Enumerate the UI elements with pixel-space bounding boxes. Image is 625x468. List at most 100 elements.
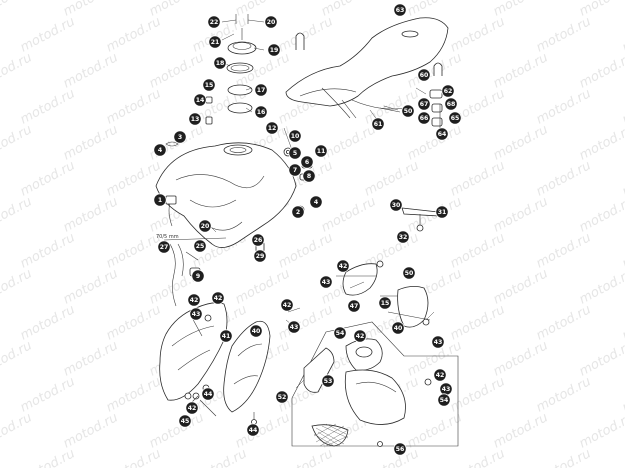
callout-label: 20 (201, 223, 210, 230)
callout-marker (333, 326, 347, 340)
watermark-text: motod.ru (620, 446, 625, 468)
watermark-text: motod.ru (61, 122, 121, 163)
callout-label: 4 (158, 147, 163, 154)
callout-label: 42 (214, 295, 223, 302)
watermark-text: motod.ru (104, 374, 164, 415)
callout-marker (444, 97, 458, 111)
watermark-text: motod.ru (18, 14, 78, 55)
callout-marker (193, 93, 207, 107)
callout-9: 9 (191, 269, 205, 283)
watermark-text: motod.ru (319, 122, 379, 163)
callout-label: 10 (291, 133, 300, 140)
watermark-text: motod.ru (104, 446, 164, 468)
callout-29: 29 (253, 249, 267, 263)
watermark-text: motod.ru (0, 266, 35, 307)
callout-21: 21 (208, 35, 222, 49)
callout-marker (402, 266, 416, 280)
watermark-text: motod.ru (448, 446, 508, 468)
callout-31: 31 (435, 205, 449, 219)
right-side-panels (336, 260, 431, 328)
callout-8: 8 (302, 169, 316, 183)
callout-marker (267, 43, 281, 57)
callout-marker (336, 259, 350, 273)
watermark-text: motod.ru (190, 446, 250, 468)
left-side-panel (159, 302, 228, 401)
callout-label: 14 (196, 97, 205, 104)
callout-marker (396, 230, 410, 244)
callout-label: 44 (204, 391, 213, 398)
callout-marker (417, 111, 431, 125)
watermark-text: motod.ru (276, 446, 336, 468)
callout-label: 42 (188, 405, 197, 412)
callout-marker (291, 205, 305, 219)
watermark-text: motod.ru (534, 230, 594, 271)
watermark-text: motod.ru (18, 230, 78, 271)
callout-label: 54 (336, 330, 345, 337)
callout-64: 64 (435, 127, 449, 141)
callout-6: 6 (300, 155, 314, 169)
callout-10: 10 (288, 129, 302, 143)
callout-32: 32 (396, 230, 410, 244)
callout-marker (309, 195, 323, 209)
callout-label: 64 (438, 131, 447, 138)
callout-label: 2 (296, 209, 300, 216)
callout-7: 7 (288, 163, 302, 177)
callout-54: 54 (437, 393, 451, 407)
watermark-text: motod.ru (620, 86, 625, 127)
callout-marker (417, 97, 431, 111)
watermark-text: motod.ru (491, 122, 551, 163)
callout-marker (435, 205, 449, 219)
seat (285, 17, 449, 119)
cap-top-part (227, 41, 257, 55)
callout-label: 1 (158, 197, 162, 204)
watermark-text: motod.ru (18, 374, 78, 415)
callout-66: 66 (417, 111, 431, 125)
callout-marker (433, 368, 447, 382)
callout-56: 56 (393, 442, 407, 456)
watermark-text: motod.ru (448, 230, 508, 271)
callout-marker (288, 146, 302, 160)
callout-label: 27 (160, 244, 169, 251)
callout-marker (153, 143, 167, 157)
callout-14: 14 (193, 93, 207, 107)
callout-26: 26 (251, 233, 265, 247)
watermark-text: motod.ru (276, 230, 336, 271)
callout-marker (219, 329, 233, 343)
watermark-text: motod.ru (18, 446, 78, 468)
callout-2: 2 (291, 205, 305, 219)
callout-18: 18 (213, 56, 227, 70)
callout-label: 42 (339, 263, 348, 270)
callout-label: 42 (190, 297, 199, 304)
callout-53: 53 (321, 374, 335, 388)
callout-50: 50 (402, 266, 416, 280)
callout-marker (207, 15, 221, 29)
callout-52: 52 (275, 390, 289, 404)
callout-label: 20 (267, 19, 276, 26)
callout-marker (393, 442, 407, 456)
callout-61: 61 (371, 117, 385, 131)
callout-marker (302, 169, 316, 183)
watermark-text: motod.ru (362, 158, 422, 199)
callout-marker (157, 240, 171, 254)
callout-label: 50 (404, 108, 413, 115)
callout-label: 53 (324, 378, 333, 385)
callout-label: 56 (396, 446, 405, 453)
callout-43: 43 (287, 320, 301, 334)
watermark-text: motod.ru (534, 302, 594, 343)
watermark-text: motod.ru (0, 410, 35, 451)
watermark-text: motod.ru (61, 338, 121, 379)
watermark-text: motod.ru (448, 374, 508, 415)
callout-45: 45 (178, 414, 192, 428)
watermark-text: motod.ru (491, 338, 551, 379)
watermark-text: motod.ru (620, 230, 625, 271)
callout-marker (300, 155, 314, 169)
hose-spec-label: 70/5 mm (156, 234, 179, 240)
callout-label: 7 (293, 167, 297, 174)
callout-65: 65 (448, 111, 462, 125)
watermark-text: motod.ru (18, 158, 78, 199)
callout-marker (208, 35, 222, 49)
callout-40: 40 (391, 321, 405, 335)
callout-label: 22 (210, 19, 219, 26)
callout-marker (321, 374, 335, 388)
callout-63: 63 (393, 3, 407, 17)
